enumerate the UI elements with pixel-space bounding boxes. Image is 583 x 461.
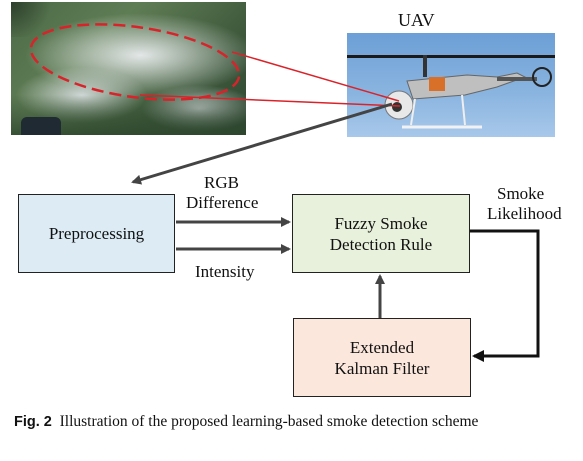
helicopter-drawing xyxy=(347,55,555,129)
fuzzy-detection-text: Fuzzy Smoke Detection Rule xyxy=(330,213,432,255)
smoke-aerial-photo xyxy=(11,2,246,135)
kalman-filter-text: Extended Kalman Filter xyxy=(335,337,430,379)
fuzzy-line-1: Fuzzy Smoke xyxy=(334,213,428,233)
uav-label: UAV xyxy=(398,10,435,30)
main-rotor xyxy=(347,55,555,58)
skid-strut-front xyxy=(410,98,416,126)
rgb-label: RGB xyxy=(204,173,239,192)
smoke-likelihood-feedback-arrow xyxy=(470,229,540,362)
smoke-region-ellipse xyxy=(29,23,241,101)
aircraft-shadow xyxy=(21,117,61,135)
caption-text: Illustration of the proposed learning-ba… xyxy=(59,413,479,430)
skid-strut-rear xyxy=(461,94,466,126)
camera-lens xyxy=(392,102,402,112)
fuzzy-detection-box: Fuzzy Smoke Detection Rule xyxy=(292,194,470,273)
rotor-mast xyxy=(423,55,427,77)
smoke-label: Smoke xyxy=(497,184,545,203)
kalman-filter-box: Extended Kalman Filter xyxy=(293,318,471,397)
preprocessing-box: Preprocessing xyxy=(18,194,175,273)
view-line-top xyxy=(231,51,400,102)
tail-rotor xyxy=(532,67,552,87)
uav-to-preprocessing-arrow xyxy=(131,102,393,185)
likelihood-label: Likelihood xyxy=(487,204,562,223)
kalman-line-1: Extended xyxy=(349,337,415,357)
difference-label: Difference xyxy=(186,193,259,212)
preprocessing-label: Preprocessing xyxy=(48,224,145,243)
figure-number: Fig. 2 xyxy=(14,414,52,430)
intensity-label: Intensity xyxy=(195,262,255,281)
kalman-line-2: Kalman Filter xyxy=(334,358,430,378)
figure-caption: Fig. 2 Illustration of the proposed lear… xyxy=(14,412,574,432)
tail-boom xyxy=(497,77,537,81)
view-line-bottom xyxy=(139,94,401,107)
fuzzy-line-2: Detection Rule xyxy=(329,234,433,254)
engine-pack xyxy=(429,77,445,91)
uav-photo xyxy=(347,33,555,137)
